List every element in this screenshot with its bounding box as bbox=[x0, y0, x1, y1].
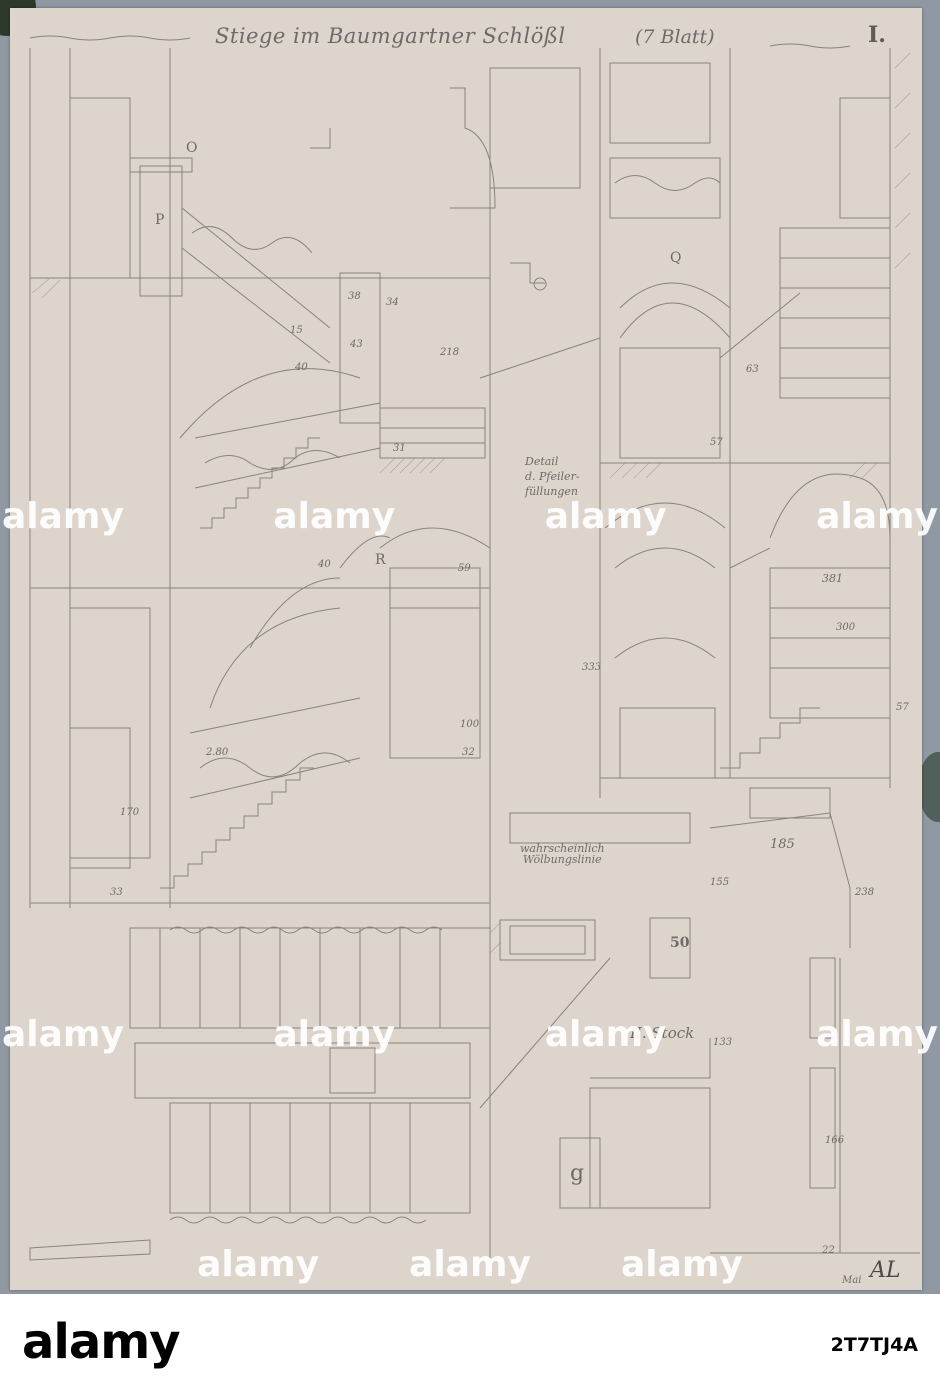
footer-bar: alamy 2T7TJ4A bbox=[0, 1294, 940, 1390]
dimension-label: 133 bbox=[713, 1037, 733, 1048]
dimension-label: 50 bbox=[670, 935, 690, 951]
dimension-label: 43 bbox=[350, 339, 363, 350]
dimension-label: 333 bbox=[582, 662, 602, 673]
dimension-label: 238 bbox=[855, 887, 875, 898]
sheet-title-note: (7 Blatt) bbox=[635, 26, 715, 48]
note-detail: Detail d. Pfeiler- füllungen bbox=[525, 455, 580, 500]
letter-label: P bbox=[155, 212, 165, 228]
image-code: 2T7TJ4A bbox=[830, 1334, 918, 1356]
floor-label: II. Stock bbox=[630, 1024, 695, 1042]
letter-label: R bbox=[375, 552, 386, 568]
dimension-label: 381 bbox=[822, 572, 843, 585]
dimension-label: 32 bbox=[462, 747, 475, 758]
note-detail-line: füllungen bbox=[525, 484, 578, 498]
note-vault-line: wahrscheinlich Wölbungslinie bbox=[520, 843, 605, 865]
dimension-label: 100 bbox=[460, 719, 480, 730]
pencil-drawing bbox=[29, 35, 920, 1261]
dimension-label: 57 bbox=[896, 702, 909, 713]
note-detail-line: d. Pfeiler- bbox=[525, 469, 580, 483]
corner-disc-right bbox=[918, 752, 940, 822]
alamy-logo[interactable]: alamy bbox=[22, 1314, 181, 1370]
dimension-label: 63 bbox=[746, 364, 759, 375]
dimension-label: 57 bbox=[710, 437, 723, 448]
dimension-label: 59 bbox=[458, 563, 471, 574]
dimension-label: 40 bbox=[318, 559, 331, 570]
letter-label: O bbox=[186, 140, 198, 156]
dimension-label: 300 bbox=[836, 622, 856, 633]
dimension-label: 2.80 bbox=[206, 747, 229, 758]
dimension-label: 166 bbox=[825, 1135, 845, 1146]
dimension-label: 15 bbox=[290, 325, 303, 336]
note-vault-text: wahrscheinlich bbox=[520, 842, 605, 855]
dimension-label: 170 bbox=[120, 807, 140, 818]
dimension-label: 218 bbox=[440, 347, 460, 358]
letter-label: Q bbox=[670, 250, 682, 266]
dimension-label: 185 bbox=[770, 837, 795, 852]
dimension-label: 40 bbox=[295, 362, 308, 373]
signature-date: Mai bbox=[842, 1275, 862, 1286]
sheet-title: Stiege im Baumgartner Schlößl bbox=[215, 24, 566, 48]
dimension-label: 22 bbox=[822, 1245, 835, 1256]
sheet-number: I. bbox=[868, 22, 886, 48]
signature: AL bbox=[870, 1258, 901, 1283]
letter-label: g bbox=[570, 1161, 585, 1186]
drawing-sheet: Stiege im Baumgartner Schlößl (7 Blatt) … bbox=[10, 8, 922, 1290]
dimension-label: 33 bbox=[110, 887, 123, 898]
dimension-label: 31 bbox=[393, 443, 406, 454]
note-detail-line: Detail bbox=[525, 455, 559, 468]
dimension-label: 38 bbox=[348, 291, 361, 302]
dimension-label: 155 bbox=[710, 877, 730, 888]
note-vault-text: Wölbungslinie bbox=[522, 853, 602, 866]
dimension-label: 34 bbox=[386, 297, 399, 308]
